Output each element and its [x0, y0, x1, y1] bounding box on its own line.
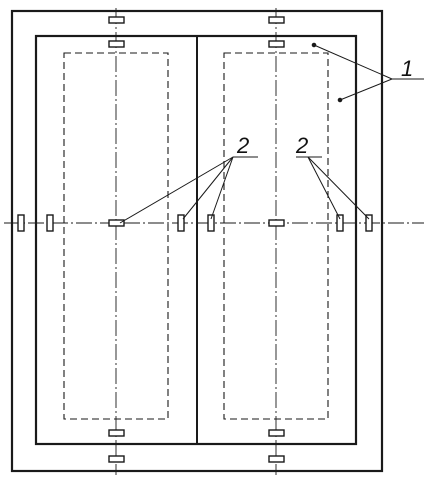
support-pad — [108, 219, 125, 227]
callout-2-right-leaders — [296, 156, 370, 220]
support-pad — [108, 40, 125, 48]
support-pad — [108, 16, 125, 24]
support-pad — [17, 214, 25, 232]
support-pad — [207, 214, 215, 232]
support-pad — [336, 214, 344, 232]
support-pad — [108, 455, 125, 463]
support-pad — [268, 219, 285, 227]
support-pad — [268, 429, 285, 437]
support-pad — [268, 40, 285, 48]
callout-2-left-leaders — [119, 156, 258, 224]
callout-1-leaders — [311, 42, 424, 103]
support-pad — [365, 214, 373, 232]
outer-frame — [10, 9, 384, 473]
support-group-horizontal — [108, 16, 285, 463]
callout-label-2-left: 2 — [236, 133, 249, 158]
support-pad — [268, 455, 285, 463]
support-pad — [46, 214, 54, 232]
callout-label-2-right: 2 — [295, 133, 308, 158]
support-group-vertical — [17, 214, 373, 232]
support-pad — [177, 214, 185, 232]
callout-label-1: 1 — [401, 56, 413, 81]
support-pad — [108, 429, 125, 437]
support-pad — [268, 16, 285, 24]
